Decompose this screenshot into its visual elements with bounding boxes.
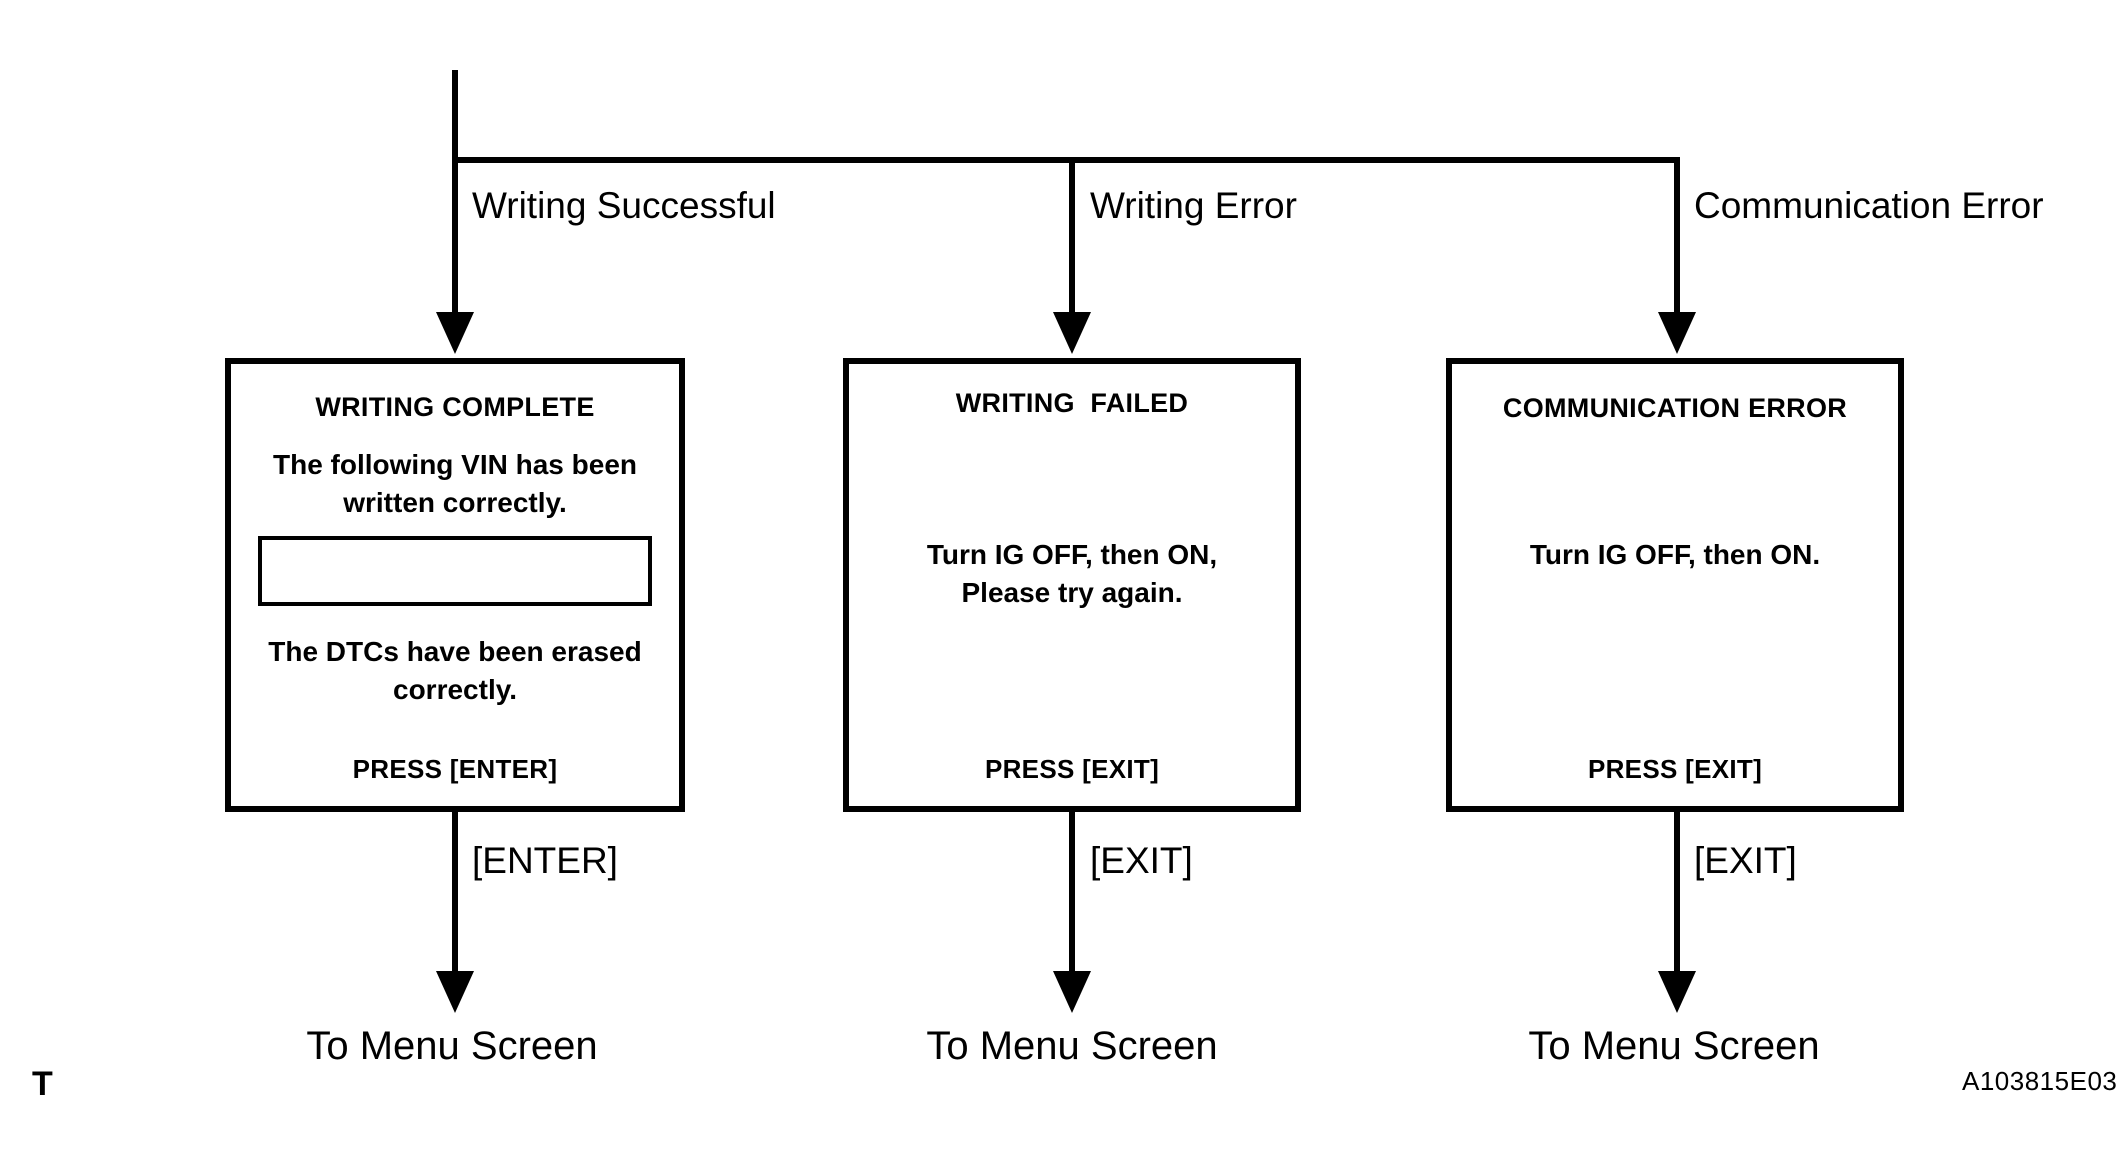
screen-3-footer: PRESS [EXIT] xyxy=(1587,754,1763,784)
screen-box-1-inner: WRITING COMPLETE The following VIN has b… xyxy=(231,364,679,806)
corner-mark-t: T xyxy=(32,1065,53,1103)
branch-2-drop-line xyxy=(1069,157,1075,317)
terminal-2-to-menu-screen: To Menu Screen xyxy=(926,1024,1218,1068)
screen-1-title: WRITING COMPLETE xyxy=(315,392,595,422)
branch-2-label: Writing Error xyxy=(1090,185,1297,226)
screen-2-footer: PRESS [EXIT] xyxy=(984,754,1160,784)
exit-2-arrowhead xyxy=(1053,971,1091,1013)
screen-box-communication-error: COMMUNICATION ERROR Turn IG OFF, then ON… xyxy=(1446,358,1904,812)
branch-3-arrowhead xyxy=(1658,312,1696,354)
screen-1-footer: PRESS [ENTER] xyxy=(352,754,558,784)
screen-1-body-line-2: written correctly. xyxy=(343,487,567,518)
branch-3-drop-line xyxy=(1674,157,1680,317)
trunk-vertical-line xyxy=(452,70,458,162)
screen-2-title: WRITING FAILED xyxy=(955,388,1189,418)
exit-3-line xyxy=(1674,812,1680,976)
screen-1-body-line-4: correctly. xyxy=(393,674,517,705)
exit-1-arrowhead xyxy=(436,971,474,1013)
screen-box-writing-failed: WRITING FAILED Turn IG OFF, then ON, Ple… xyxy=(843,358,1301,812)
screen-box-2-inner: WRITING FAILED Turn IG OFF, then ON, Ple… xyxy=(849,364,1295,806)
branch-1-drop-line xyxy=(452,157,458,317)
vin-value-field[interactable] xyxy=(258,536,652,606)
screen-2-body-line-1: Turn IG OFF, then ON, xyxy=(926,539,1218,570)
terminal-3-to-menu-screen: To Menu Screen xyxy=(1528,1024,1820,1068)
screen-1-body-line-3: The DTCs have been erased xyxy=(268,636,642,667)
exit-2-key-label: [EXIT] xyxy=(1090,840,1193,881)
exit-3-key-label: [EXIT] xyxy=(1694,840,1797,881)
trunk-horizontal-line xyxy=(452,157,1680,163)
screen-2-body-line-2: Please try again. xyxy=(961,577,1183,608)
terminal-1-to-menu-screen: To Menu Screen xyxy=(306,1024,598,1068)
screen-box-writing-complete: WRITING COMPLETE The following VIN has b… xyxy=(225,358,685,812)
branch-3-label: Communication Error xyxy=(1694,185,2044,226)
exit-2-line xyxy=(1069,812,1075,976)
branch-1-arrowhead xyxy=(436,312,474,354)
screen-1-body-line-1: The following VIN has been xyxy=(272,449,638,480)
branch-2-arrowhead xyxy=(1053,312,1091,354)
screen-3-body-line-1: Turn IG OFF, then ON. xyxy=(1529,539,1821,570)
exit-3-arrowhead xyxy=(1658,971,1696,1013)
screen-3-title: COMMUNICATION ERROR xyxy=(1502,393,1848,423)
reference-code: A103815E03 xyxy=(1962,1066,2118,1096)
branch-1-label: Writing Successful xyxy=(472,185,776,226)
exit-1-line xyxy=(452,812,458,976)
exit-1-key-label: [ENTER] xyxy=(472,840,618,881)
screen-box-3-inner: COMMUNICATION ERROR Turn IG OFF, then ON… xyxy=(1452,364,1898,806)
